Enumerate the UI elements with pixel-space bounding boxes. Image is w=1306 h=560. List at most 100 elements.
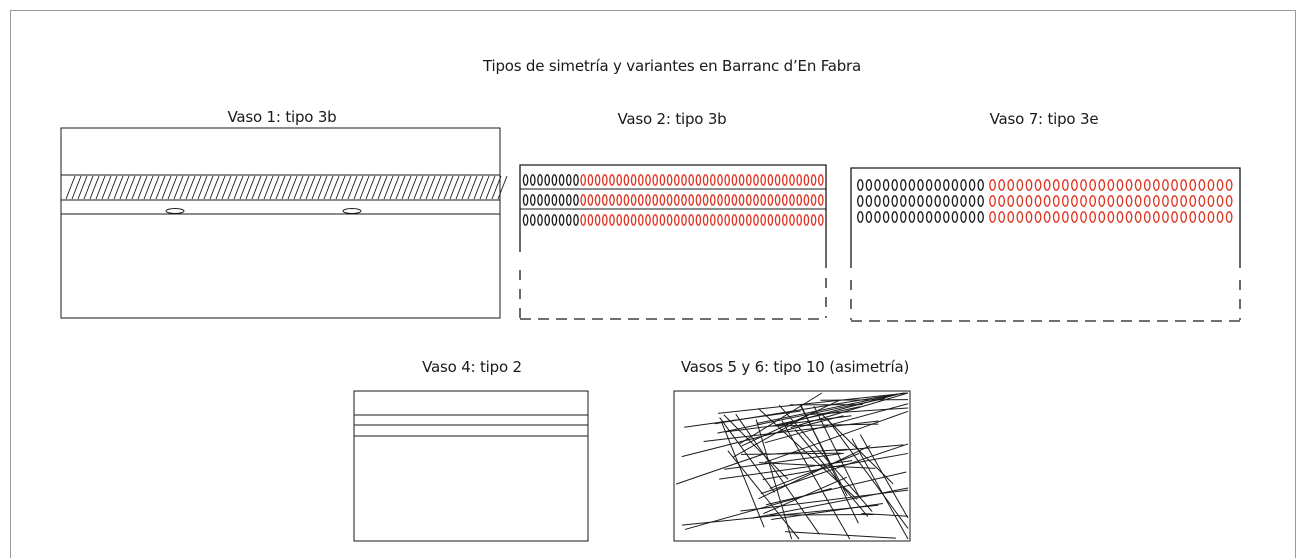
oval-mark: [917, 195, 924, 207]
oval-mark: [1152, 195, 1160, 207]
oval-mark: [1107, 195, 1115, 207]
hatch-stroke: [305, 175, 316, 200]
oval-mark: [917, 211, 924, 223]
incision-line: [781, 420, 851, 540]
oval-mark: [753, 214, 759, 226]
oval-mark: [891, 179, 898, 191]
oval-mark: [857, 179, 864, 191]
oval-mark: [623, 194, 630, 206]
oval-mark: [645, 174, 651, 186]
oval-mark: [989, 211, 996, 223]
oval-mark: [1007, 179, 1015, 191]
oval-mark: [601, 174, 608, 186]
incision-line: [767, 514, 875, 516]
hatch-stroke: [113, 175, 124, 200]
oval-mark: [1107, 179, 1115, 191]
oval-mark: [1207, 211, 1215, 223]
oval-mark: [1180, 179, 1188, 191]
oval-mark: [659, 194, 666, 206]
hatch-stroke: [323, 175, 334, 200]
incision-line: [762, 452, 909, 480]
oval-mark: [960, 179, 967, 191]
oval-mark: [1198, 211, 1206, 223]
oval-mark: [1125, 211, 1133, 223]
incision-line: [755, 419, 793, 540]
oval-mark: [789, 194, 795, 206]
hatch-stroke: [89, 175, 100, 200]
oval-mark: [522, 214, 529, 226]
oval-mark: [601, 214, 608, 226]
vaso7-diagram: [850, 167, 1241, 322]
oval-mark: [882, 179, 890, 191]
oval-mark: [934, 211, 941, 223]
oval-mark: [951, 195, 959, 207]
oval-mark: [968, 179, 976, 191]
hatch-stroke: [131, 175, 142, 200]
oval-mark: [558, 174, 565, 186]
hatch-stroke: [107, 175, 118, 200]
oval-mark: [601, 194, 608, 206]
oval-mark: [1180, 211, 1188, 223]
oval-mark: [908, 195, 916, 207]
oval-mark: [717, 194, 723, 206]
oval-mark: [1134, 195, 1142, 207]
hatch-stroke: [377, 175, 388, 200]
oval-mark: [951, 211, 959, 223]
oval-mark: [1162, 195, 1169, 207]
hatch-stroke: [383, 175, 394, 200]
oval-mark: [1016, 195, 1024, 207]
hatch-stroke: [191, 175, 202, 200]
incision-line: [759, 462, 876, 469]
oval-mark: [989, 195, 996, 207]
oval-mark: [1061, 179, 1069, 191]
hatch-stroke: [95, 175, 106, 200]
oval-mark: [1034, 179, 1042, 191]
oval-mark: [724, 174, 731, 186]
oval-mark: [1116, 195, 1124, 207]
oval-mark: [1043, 179, 1051, 191]
hatch-stroke: [185, 175, 196, 200]
oval-mark: [857, 195, 864, 207]
oval-mark: [573, 214, 579, 226]
oval-mark: [874, 179, 881, 191]
oval-mark: [529, 194, 536, 206]
oval-mark: [968, 211, 976, 223]
hatch-stroke: [497, 175, 508, 200]
oval-mark: [645, 194, 651, 206]
hatch-stroke: [269, 175, 280, 200]
oval-mark: [810, 174, 817, 186]
incision-line: [723, 414, 789, 480]
hatch-stroke: [425, 175, 436, 200]
oval-mark: [810, 214, 817, 226]
oval-mark: [738, 174, 745, 186]
oval-mark: [1052, 211, 1060, 223]
oval-mark: [1116, 211, 1124, 223]
oval-mark: [666, 194, 673, 206]
oval-mark: [616, 174, 623, 186]
oval-mark: [789, 174, 795, 186]
oval-mark: [745, 174, 752, 186]
oval-mark: [637, 214, 644, 226]
oval-mark: [709, 194, 716, 206]
incision-line: [675, 452, 767, 485]
hatch-stroke: [161, 175, 172, 200]
oval-mark: [1061, 195, 1069, 207]
oval-mark: [731, 194, 738, 206]
hatch-stroke: [293, 175, 304, 200]
oval-mark: [673, 194, 680, 206]
oval-mark: [652, 194, 659, 206]
oval-mark: [702, 194, 709, 206]
oval-mark: [1016, 211, 1024, 223]
hatch-stroke: [347, 175, 358, 200]
oval-mark: [652, 174, 659, 186]
incision-line: [766, 448, 848, 456]
hatch-stroke: [137, 175, 148, 200]
oval-mark: [934, 195, 941, 207]
hatch-stroke: [431, 175, 442, 200]
oval-mark: [580, 174, 587, 186]
oval-mark: [537, 194, 543, 206]
hatch-stroke: [479, 175, 490, 200]
vaso4-label: Vaso 4: tipo 2: [422, 358, 522, 376]
oval-mark: [522, 174, 529, 186]
vaso1-label: Vaso 1: tipo 3b: [227, 108, 337, 126]
